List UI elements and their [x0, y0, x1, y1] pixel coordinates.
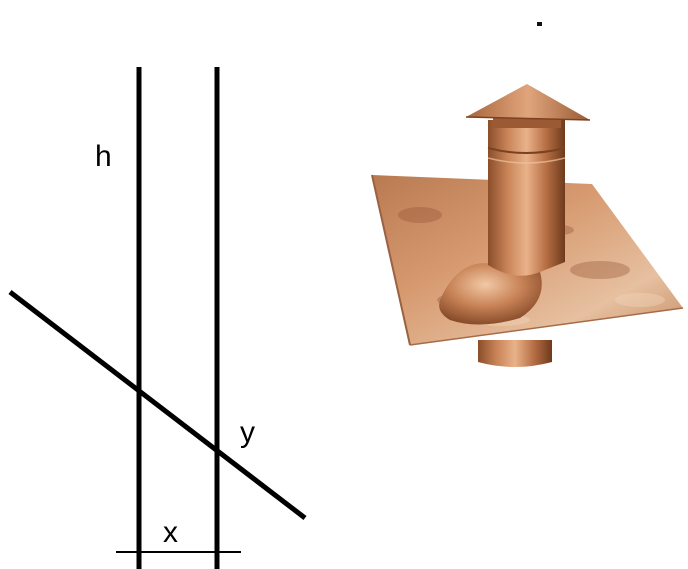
sloped-line — [8, 290, 307, 520]
pipe-body — [488, 120, 565, 276]
copper-vent-illustration — [371, 84, 684, 367]
pipe-stub — [478, 340, 552, 367]
geometry-diagram — [8, 67, 307, 569]
stray-dot — [537, 22, 542, 26]
height-label: h — [95, 140, 112, 173]
pipe-collar — [439, 263, 542, 325]
pipe-cap — [466, 84, 590, 120]
spacing-label: x — [163, 516, 178, 549]
offset-label: y — [240, 416, 255, 449]
